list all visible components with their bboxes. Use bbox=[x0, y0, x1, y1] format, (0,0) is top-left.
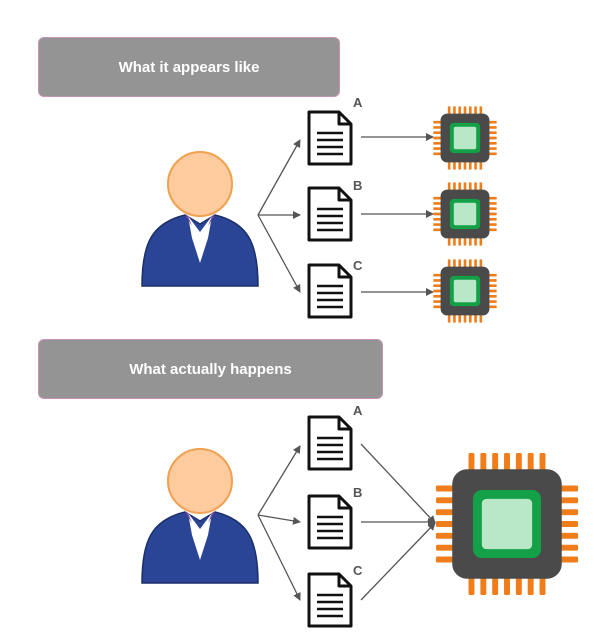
document-label-b: B bbox=[353, 178, 362, 193]
cpu-chip-icon bbox=[433, 182, 497, 246]
cpu-chip-icon bbox=[435, 452, 579, 596]
section-title-actual: What actually happens bbox=[129, 360, 292, 378]
document-icon bbox=[307, 572, 353, 628]
document-label-c: C bbox=[353, 563, 363, 578]
document-icon bbox=[307, 263, 353, 319]
document-label-a: A bbox=[353, 95, 363, 110]
cpu-chip-icon bbox=[433, 259, 497, 323]
document-label-a: A bbox=[353, 403, 363, 418]
document-label-c: C bbox=[353, 258, 363, 273]
connector-lines bbox=[257, 443, 436, 601]
section-title-appears: What it appears like bbox=[118, 58, 260, 76]
section-banner-actual: What actually happens bbox=[38, 339, 383, 399]
section-banner-appears: What it appears like bbox=[38, 37, 340, 97]
document-icon bbox=[307, 494, 353, 550]
document-icon bbox=[307, 110, 353, 166]
connector-lines bbox=[257, 133, 434, 296]
document-label-b: B bbox=[353, 485, 362, 500]
document-icon bbox=[307, 415, 353, 471]
cpu-chip-icon bbox=[433, 106, 497, 170]
person-icon bbox=[141, 448, 259, 584]
document-icon bbox=[307, 186, 353, 242]
person-icon bbox=[141, 151, 259, 287]
